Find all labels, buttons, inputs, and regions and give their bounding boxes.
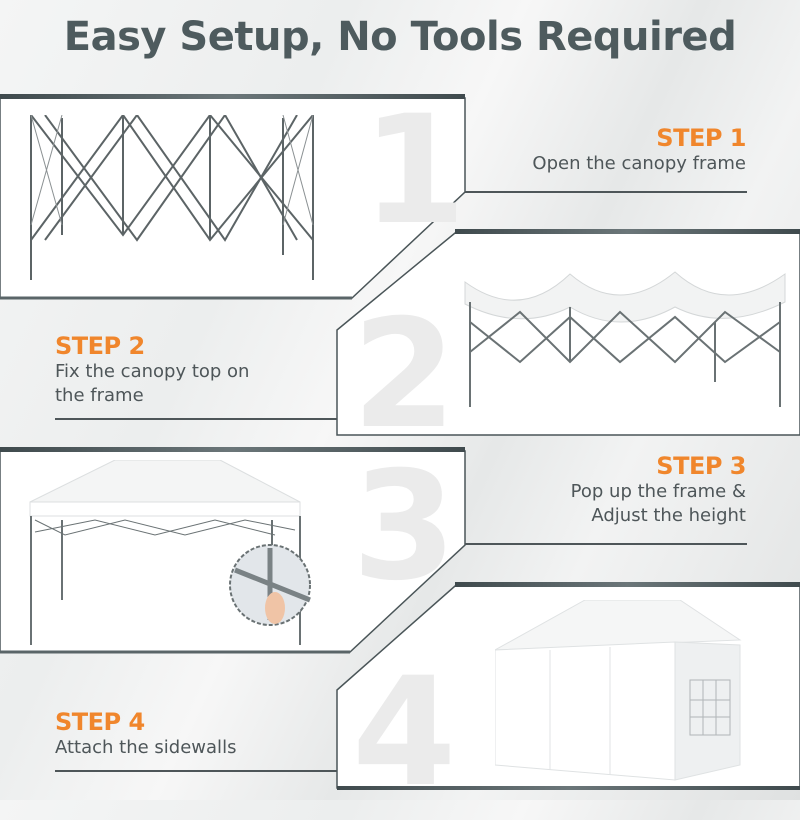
step-1-text: STEP 1 Open the canopy frame	[532, 124, 746, 176]
step-3-text: STEP 3 Pop up the frame & Adjust the hei…	[570, 452, 747, 528]
step-2-label: STEP 2	[55, 332, 145, 360]
step-3-label: STEP 3	[656, 452, 746, 480]
step-2-text: STEP 2 Fix the canopy top on the frame	[55, 332, 249, 408]
step-2-divider	[55, 418, 337, 420]
step-1-divider	[465, 191, 747, 193]
step-3-divider	[465, 543, 747, 545]
step-4-desc: Attach the sidewalls	[55, 737, 237, 758]
step-3-desc-line-2: Adjust the height	[591, 505, 746, 526]
step-4-text: STEP 4 Attach the sidewalls	[55, 708, 236, 760]
tent-sidewalls-image	[495, 600, 742, 781]
tent-canopy-image	[464, 271, 786, 407]
step-4-label: STEP 4	[55, 708, 145, 736]
step-1-numeral: 1	[362, 84, 467, 258]
tent-popup-image	[29, 460, 311, 645]
step-2-desc-line-1: Fix the canopy top on	[55, 361, 250, 382]
tent-frame-image	[30, 115, 314, 280]
step-3-desc-line-1: Pop up the frame &	[570, 481, 746, 502]
step-2-desc-line-2: the frame	[55, 385, 144, 406]
step-1-label: STEP 1	[656, 124, 746, 152]
step-1-desc: Open the canopy frame	[532, 153, 746, 174]
step-3-numeral: 3	[352, 440, 457, 614]
step-4-numeral: 4	[352, 646, 457, 820]
page-title: Easy Setup, No Tools Required	[63, 14, 737, 60]
step-4-divider	[55, 770, 337, 772]
step-2-numeral: 2	[352, 288, 457, 462]
